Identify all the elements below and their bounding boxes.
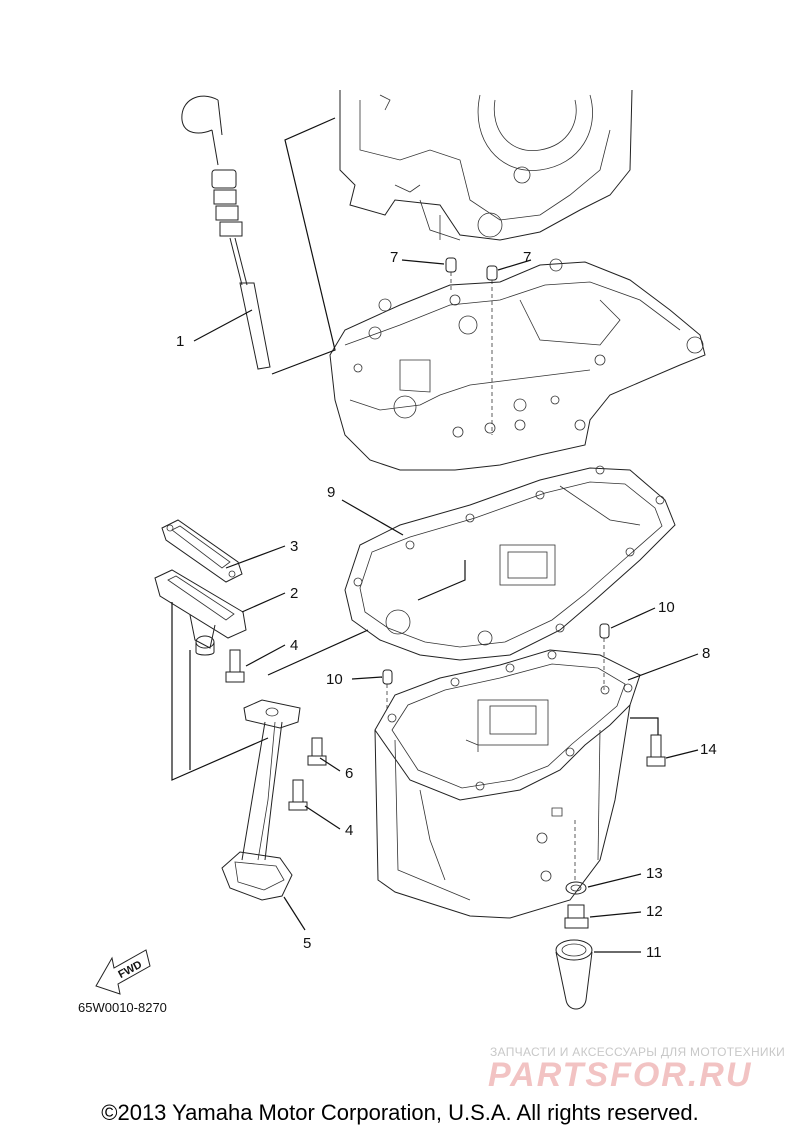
callout-11: 11	[646, 944, 662, 961]
reference-lines	[171, 117, 659, 781]
callout-13: 13	[646, 865, 663, 882]
bolt-4-upper-drawing	[225, 649, 245, 683]
engine-lower-plate-drawing	[329, 258, 706, 471]
oil-pan-8-drawing	[374, 649, 641, 919]
callout-labels: 1 2 3 4 4 5 6 7 7 8 9 10 10 11 12 13 14	[176, 249, 717, 961]
dowel-pins-10-drawing	[382, 623, 610, 712]
callout-6: 6	[345, 765, 353, 782]
dipstick-drawing	[181, 95, 271, 370]
callout-1: 1	[176, 333, 184, 350]
callout-4-upper: 4	[290, 637, 298, 654]
engine-block-drawing	[339, 89, 633, 241]
callout-14: 14	[700, 741, 717, 758]
callout-2: 2	[290, 585, 298, 602]
leader-lines	[193, 259, 699, 953]
gasket-3-drawing	[161, 519, 243, 583]
callout-7-left: 7	[390, 249, 398, 266]
drain-bolt-12-drawing	[564, 904, 589, 929]
drain-hose-11-drawing	[555, 939, 593, 1010]
callout-7-right: 7	[523, 249, 531, 266]
bolt-14-drawing	[646, 734, 666, 767]
watermark: ЗАПЧАСТИ И АКСЕССУАРЫ ДЛЯ МОТОТЕХНИКИ PA…	[488, 1045, 785, 1094]
washer-13-drawing	[565, 881, 587, 895]
callout-8: 8	[702, 645, 710, 662]
watermark-brand: PARTSFOR.RU	[488, 1056, 752, 1094]
watermark-tagline: ЗАПЧАСТИ И АКСЕССУАРЫ ДЛЯ МОТОТЕХНИКИ	[490, 1045, 785, 1059]
drawing-code: 65W0010-8270	[78, 1000, 167, 1015]
dowel-pins-7-drawing	[445, 257, 498, 435]
callout-3: 3	[290, 538, 298, 555]
bolt-4-lower-drawing	[288, 779, 308, 811]
bolt-6-drawing	[307, 737, 327, 766]
plate-2-drawing	[154, 569, 247, 656]
callout-10-right: 10	[658, 599, 675, 616]
callout-5: 5	[303, 935, 311, 952]
callout-12: 12	[646, 903, 663, 920]
copyright-notice: ©2013 Yamaha Motor Corporation, U.S.A. A…	[101, 1100, 699, 1125]
fwd-arrow: FWD	[95, 949, 151, 995]
gasket-9-drawing	[344, 465, 676, 661]
callout-4-lower: 4	[345, 822, 353, 839]
callout-10-left: 10	[326, 671, 343, 688]
callout-9: 9	[327, 484, 335, 501]
strainer-5-drawing	[221, 699, 301, 901]
